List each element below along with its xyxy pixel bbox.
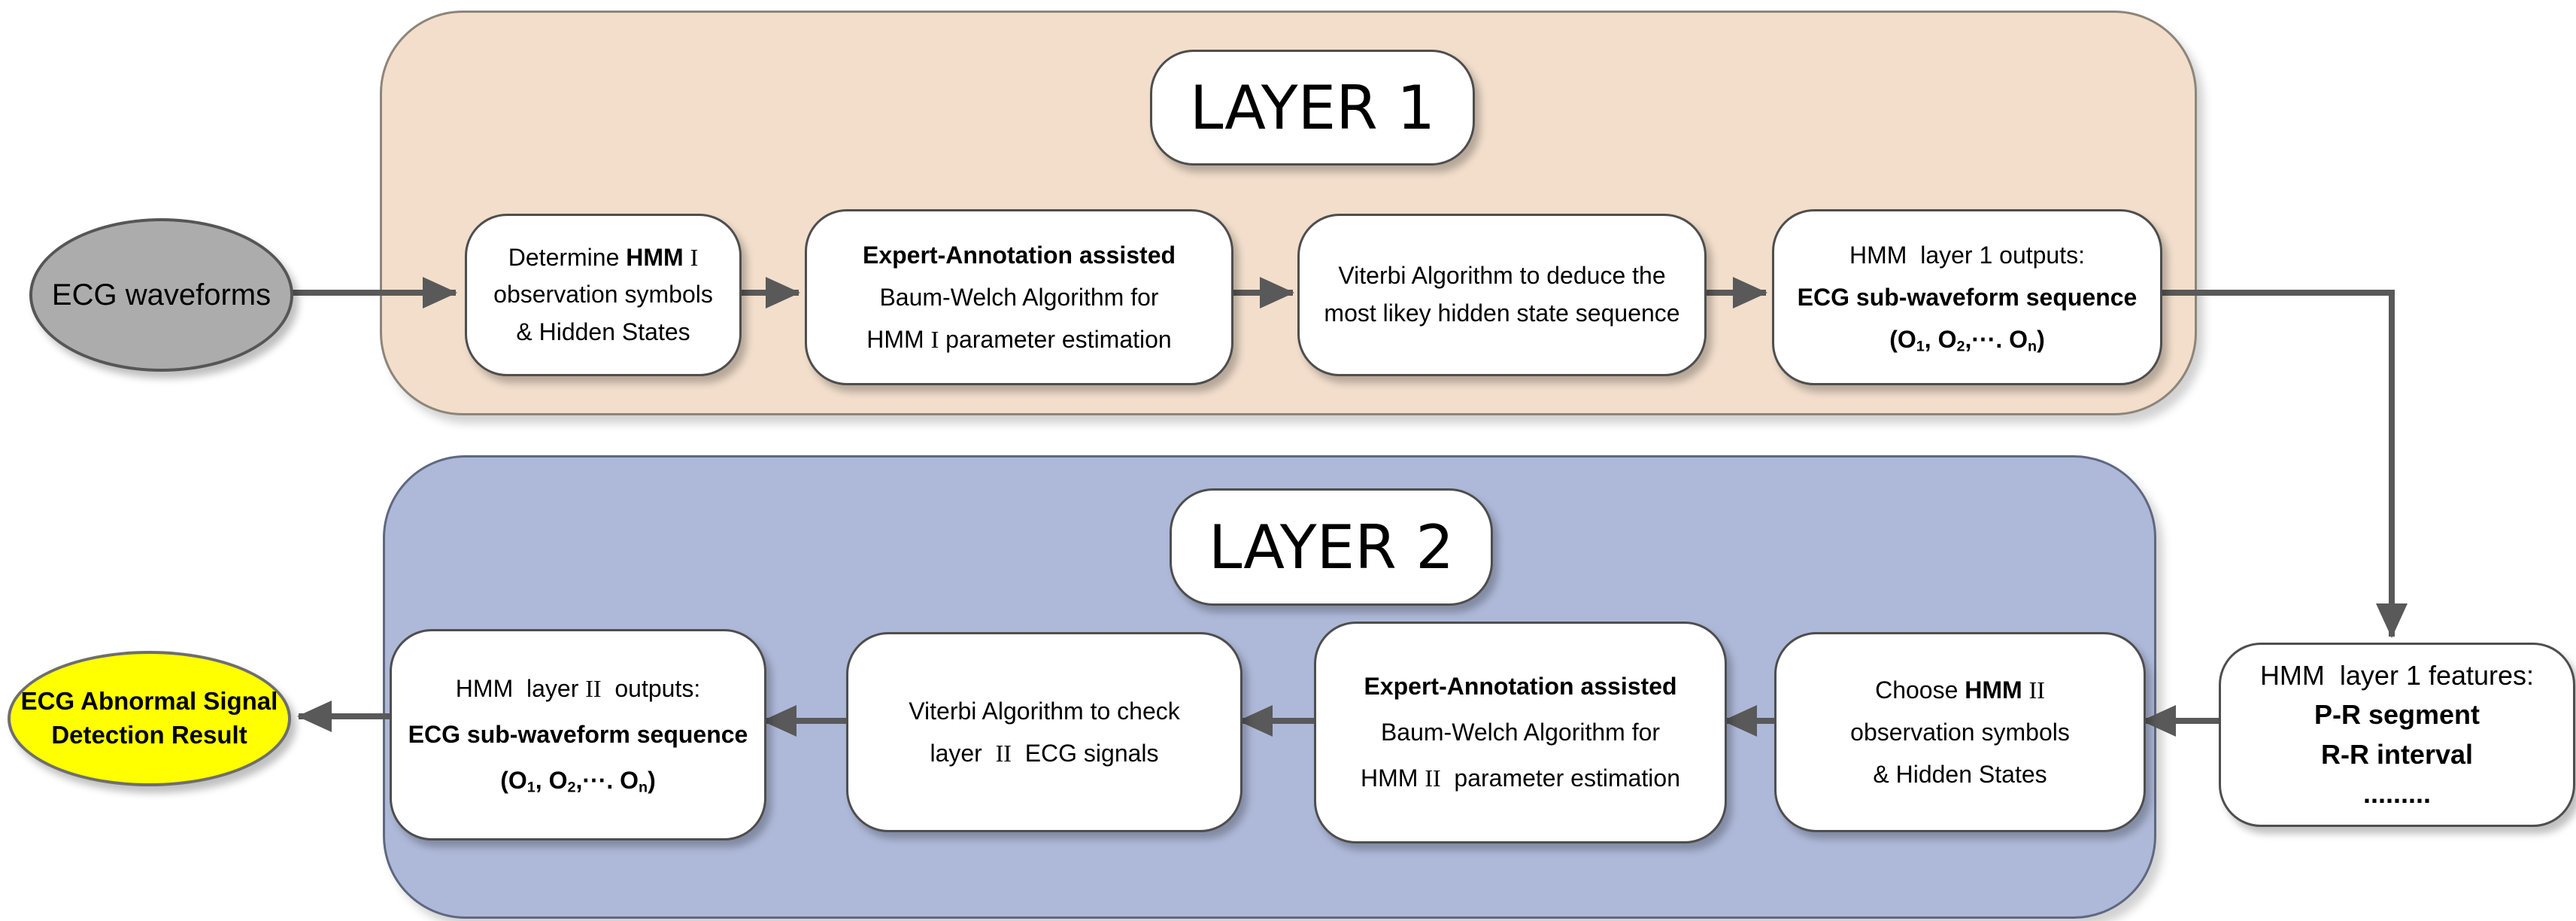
- arrow-outputs1-to-features-elbow: [2152, 290, 2408, 638]
- box-hmm-layer2-outputs: HMM layer II outputs:ECG sub-waveform se…: [390, 629, 766, 840]
- start-node-ecg-waveforms: ECG waveforms: [29, 218, 293, 372]
- box-hmm-layer1-outputs: HMM layer 1 outputs:ECG sub-waveform seq…: [1772, 209, 2162, 385]
- layer2-title-box: LAYER 2: [1170, 488, 1493, 606]
- layer2-title: LAYER 2: [1208, 512, 1455, 582]
- layer1-title-box: LAYER 1: [1150, 50, 1475, 166]
- layer1-title: LAYER 1: [1189, 72, 1436, 143]
